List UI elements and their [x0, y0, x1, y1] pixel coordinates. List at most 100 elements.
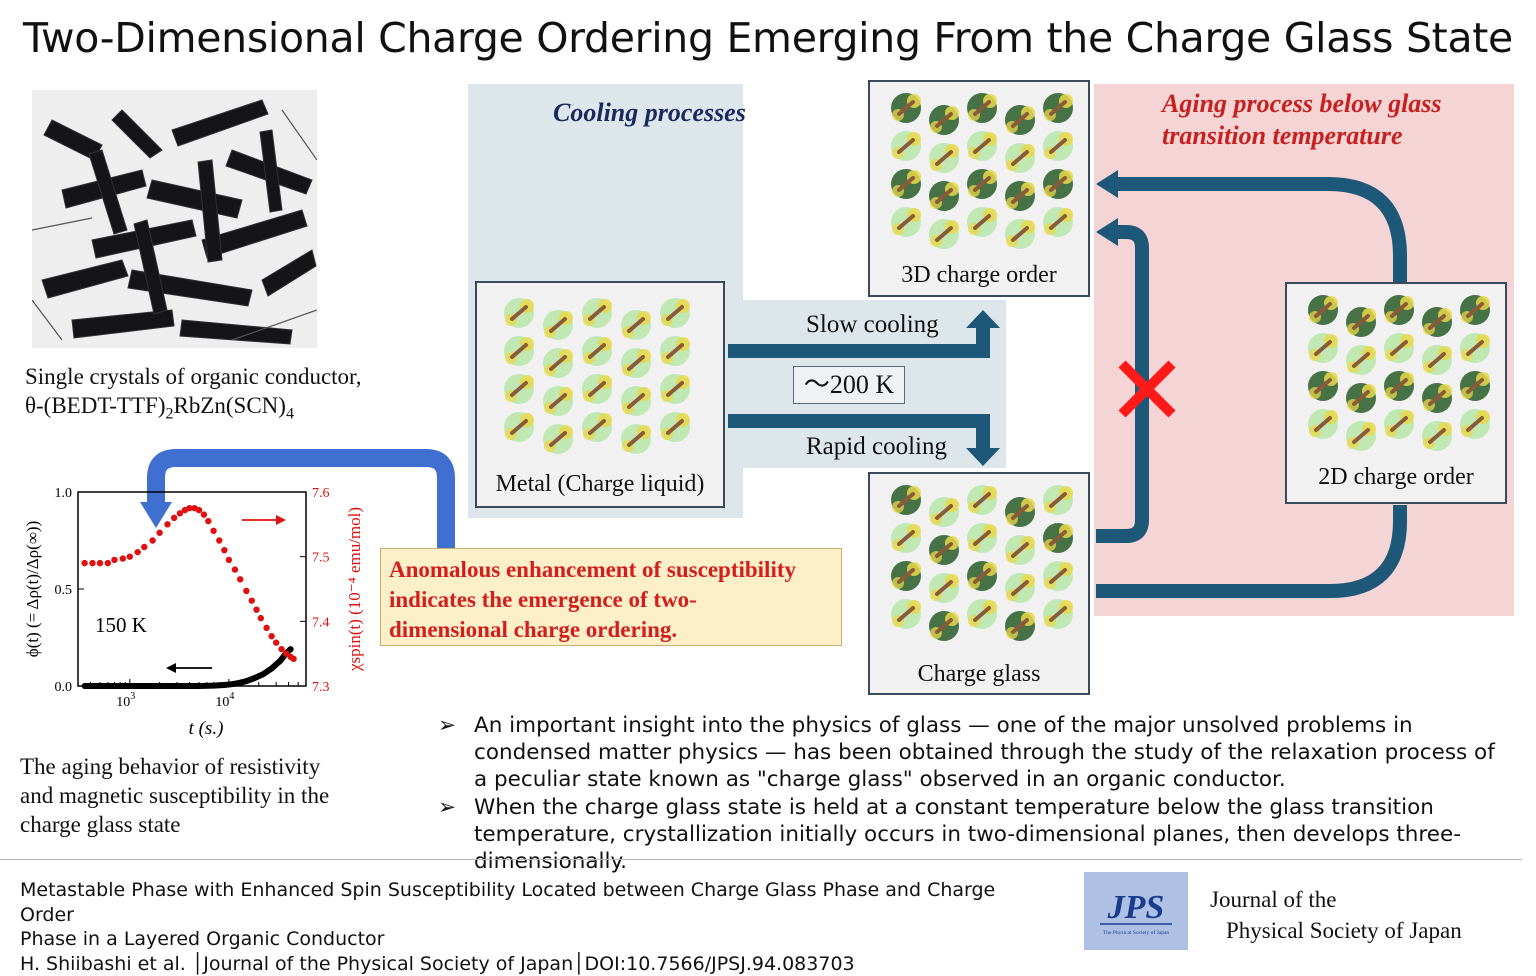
- molecule-icon: [967, 93, 997, 123]
- molecule-icon: [1005, 611, 1035, 641]
- resistivity-point: [157, 683, 163, 689]
- susceptibility-point: [268, 633, 274, 639]
- molecule-icon: [1346, 307, 1376, 337]
- journal-line1: Journal of the: [1210, 884, 1462, 915]
- molecule-icon: [621, 310, 651, 340]
- molecule-icon: [1384, 333, 1414, 363]
- reference-title-line2: Phase in a Layered Organic Conductor: [20, 927, 1020, 952]
- molecule-icon: [967, 599, 997, 629]
- resistivity-point: [82, 683, 88, 689]
- molecule-icon: [967, 131, 997, 161]
- resistivity-point: [196, 683, 202, 689]
- logo-letters: JPS: [1107, 889, 1165, 926]
- molecule-icon: [582, 298, 612, 328]
- molecule-icon: [543, 424, 573, 454]
- molecule-icon: [1043, 599, 1073, 629]
- bullet-text: An important insight into the physics of…: [474, 713, 1495, 792]
- y-tick-label-left: 1.0: [55, 486, 73, 501]
- molecule-icon: [1005, 535, 1035, 565]
- susceptibility-point: [89, 560, 95, 566]
- molecule-icon: [621, 386, 651, 416]
- order2d-label: 2D charge order: [1287, 464, 1505, 491]
- molecule-icon: [1005, 105, 1035, 135]
- susceptibility-point: [237, 576, 243, 582]
- molecule-icon: [1346, 421, 1376, 451]
- y-tick-label-left: 0.0: [55, 680, 73, 695]
- left-axis-arrowhead: [166, 663, 176, 673]
- temperature-annotation: 150 K: [95, 613, 147, 637]
- molecule-icon: [1460, 371, 1490, 401]
- aging-caption-line1: The aging behavior of resistivity: [20, 752, 400, 781]
- bullet-marker-icon: ➢: [438, 794, 456, 821]
- bullet-item: ➢ When the charge glass state is held at …: [438, 794, 1508, 875]
- y-tick-label-right: 7.3: [312, 680, 330, 695]
- molecule-icon: [929, 105, 959, 135]
- bullet-text: When the charge glass state is held at a…: [474, 795, 1461, 874]
- susceptibility-point: [120, 555, 126, 561]
- susceptibility-point: [249, 597, 255, 603]
- state-3d-order: 3D charge order: [868, 80, 1090, 297]
- molecule-icon: [967, 561, 997, 591]
- susceptibility-point: [164, 521, 170, 527]
- glass-label: Charge glass: [870, 661, 1088, 688]
- susceptibility-point: [205, 518, 211, 524]
- x-axis-label: t (s.): [189, 718, 224, 739]
- y-tick-label-right: 7.4: [312, 615, 330, 630]
- molecule-icon: [1043, 561, 1073, 591]
- molecule-icon: [1043, 485, 1073, 515]
- molecule-icon: [504, 298, 534, 328]
- 2d-to-3d-arrow: [1118, 184, 1400, 283]
- molecule-icon: [1043, 207, 1073, 237]
- susceptibility-point: [97, 560, 103, 566]
- summary-bullets: ➢ An important insight into the physics o…: [438, 712, 1508, 876]
- susceptibility-point: [216, 537, 222, 543]
- jps-logo: JPS The Physical Society of Japan: [1084, 872, 1188, 950]
- susceptibility-point: [278, 646, 284, 652]
- molecule-icon: [891, 131, 921, 161]
- state-2d-order: 2D charge order: [1285, 282, 1507, 504]
- molecule-icon: [1422, 383, 1452, 413]
- molecule-icon: [504, 412, 534, 442]
- molecule-icon: [891, 207, 921, 237]
- molecule-icon: [1043, 131, 1073, 161]
- resistivity-point: [251, 675, 257, 681]
- molecule-icon: [543, 348, 573, 378]
- susceptibility-point: [105, 560, 111, 566]
- logo-subtext: The Physical Society of Japan: [1103, 929, 1170, 936]
- resistivity-point: [277, 658, 283, 664]
- susceptibility-point: [196, 507, 202, 513]
- y-tick-label-right: 7.5: [312, 551, 330, 566]
- susceptibility-notice: Anomalous enhancement of susceptibility …: [380, 548, 842, 646]
- molecule-icon: [1308, 409, 1338, 439]
- susceptibility-point: [171, 515, 177, 521]
- molecule-icon: [1460, 409, 1490, 439]
- susceptibility-point: [243, 588, 249, 594]
- molecule-icon: [582, 412, 612, 442]
- susceptibility-point: [210, 528, 216, 534]
- molecule-icon: [891, 485, 921, 515]
- molecule-icon: [660, 374, 690, 404]
- susceptibility-point: [141, 544, 147, 550]
- molecule-icon: [1043, 93, 1073, 123]
- molecule-icon: [929, 611, 959, 641]
- susceptibility-point: [253, 606, 259, 612]
- susceptibility-point: [134, 549, 140, 555]
- resistivity-point: [174, 683, 180, 689]
- molecule-icon: [543, 310, 573, 340]
- susceptibility-point: [232, 566, 238, 572]
- molecule-icon: [621, 424, 651, 454]
- resistivity-point: [243, 678, 249, 684]
- rapid-cooling-label: Rapid cooling: [806, 433, 947, 461]
- aging-caption: The aging behavior of resistivity and ma…: [20, 752, 400, 839]
- metal-label: Metal (Charge liquid): [477, 471, 723, 498]
- resistivity-point: [111, 683, 117, 689]
- susceptibility-point: [221, 547, 227, 553]
- molecule-icon: [1308, 371, 1338, 401]
- bullet-item: ➢An important insight into the physics o…: [438, 712, 1508, 793]
- resistivity-point: [269, 666, 275, 672]
- molecule-icon: [929, 497, 959, 527]
- molecule-icon: [1460, 295, 1490, 325]
- temperature-label: 〜200 K: [793, 366, 905, 404]
- resistivity-point: [127, 683, 133, 689]
